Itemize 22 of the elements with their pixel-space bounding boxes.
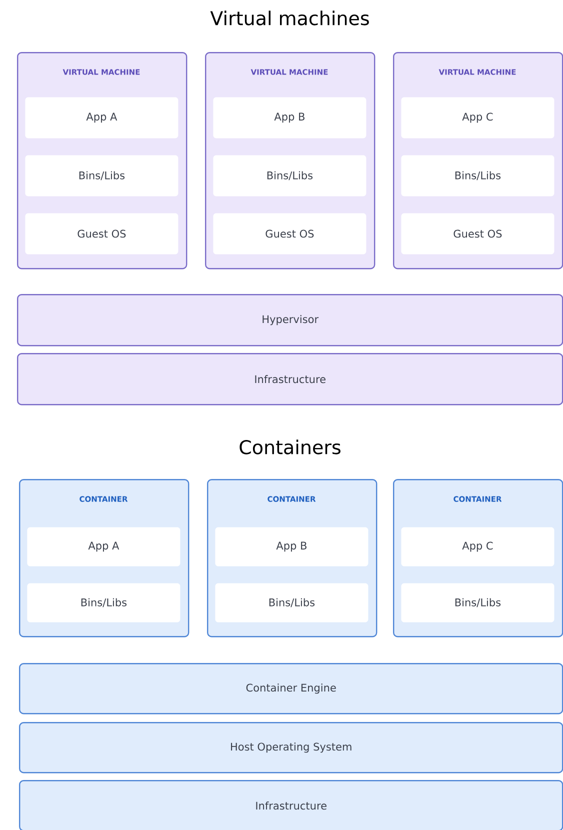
layer-box: Bins/Libs — [215, 583, 368, 622]
layer-bar: Container Engine — [19, 663, 563, 714]
layer-box: Bins/Libs — [27, 583, 180, 622]
layer-box: App C — [401, 527, 554, 566]
layer-box: App C — [401, 97, 554, 138]
layer-box: Guest OS — [25, 213, 178, 254]
layer-box: Guest OS — [213, 213, 366, 254]
layer-bar: Hypervisor — [17, 294, 563, 346]
layer-box: App A — [27, 527, 180, 566]
layer-bar: Infrastructure — [17, 353, 563, 406]
layer-box: Bins/Libs — [25, 155, 178, 196]
layer-bar: Infrastructure — [19, 780, 563, 830]
layer-box: Bins/Libs — [213, 155, 366, 196]
layer-box: Guest OS — [401, 213, 554, 254]
layer-box: App B — [213, 97, 366, 138]
layer-box: App A — [25, 97, 178, 138]
section-title: Virtual machines — [210, 10, 369, 26]
layer-box: Bins/Libs — [401, 155, 554, 196]
layer-box: Bins/Libs — [401, 583, 554, 622]
layer-bar: Host Operating System — [19, 722, 563, 774]
section-title: Containers — [240, 440, 340, 454]
layer-box: App B — [215, 527, 368, 566]
